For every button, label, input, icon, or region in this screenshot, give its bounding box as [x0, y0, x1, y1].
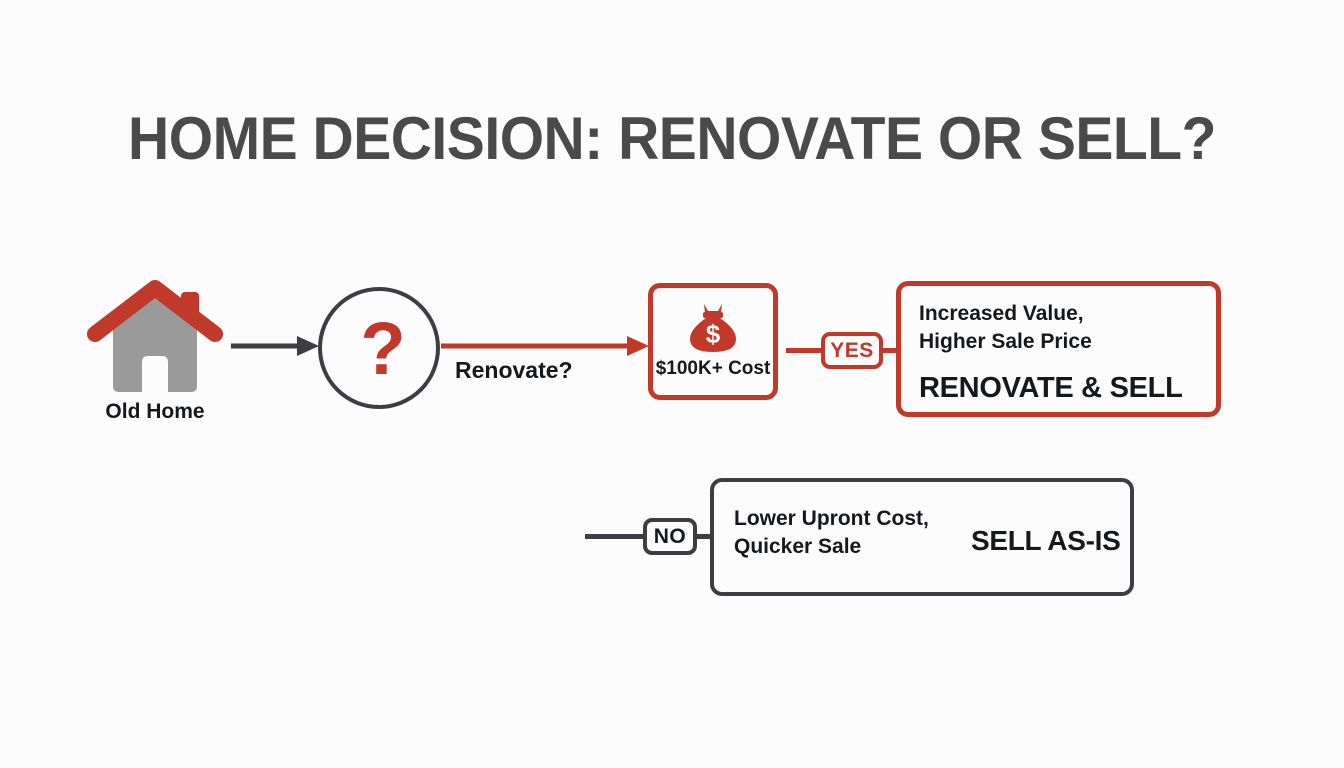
question-mark-icon: ?	[360, 307, 406, 390]
sell-detail-line-1: Lower Upront Cost,	[734, 507, 929, 530]
outcome-sell-as-is[interactable]: Lower Upront Cost, Quicker Sale SELL AS-…	[710, 478, 1134, 596]
no-badge[interactable]: NO	[643, 518, 697, 555]
cost-node-label: $100K+ Cost	[655, 358, 771, 379]
outcome-renovate-sell[interactable]: Increased Value, Higher Sale Price RENOV…	[896, 281, 1221, 417]
renovate-detail-line-1: Increased Value,	[919, 302, 1084, 325]
decision-node[interactable]: ?	[318, 287, 440, 409]
yes-badge[interactable]: YES	[821, 332, 883, 369]
renovate-outcome-label: RENOVATE & SELL	[919, 372, 1183, 405]
cost-node[interactable]: $ $100K+ Cost	[648, 283, 778, 400]
svg-text:$: $	[706, 319, 721, 349]
page-title: HOME DECISION: RENOVATE OR SELL?	[128, 105, 1216, 172]
no-connector-right	[696, 534, 714, 539]
yes-connector-left	[786, 348, 824, 353]
house-icon	[83, 278, 228, 398]
renovate-detail-line-2: Higher Sale Price	[919, 329, 1092, 353]
decision-edge-label: Renovate?	[455, 357, 573, 383]
money-bag-icon: $	[684, 298, 742, 356]
no-connector-left	[585, 534, 643, 539]
yes-connector-right	[881, 348, 903, 353]
sell-detail: Lower Upront Cost, Quicker Sale	[734, 505, 929, 560]
start-node-label: Old Home	[105, 400, 205, 423]
arrow-right-red-icon	[441, 332, 651, 360]
sell-outcome-label: SELL AS-IS	[971, 525, 1121, 556]
sell-detail-line-2: Quicker Sale	[734, 534, 862, 558]
arrow-right-icon	[231, 332, 321, 360]
